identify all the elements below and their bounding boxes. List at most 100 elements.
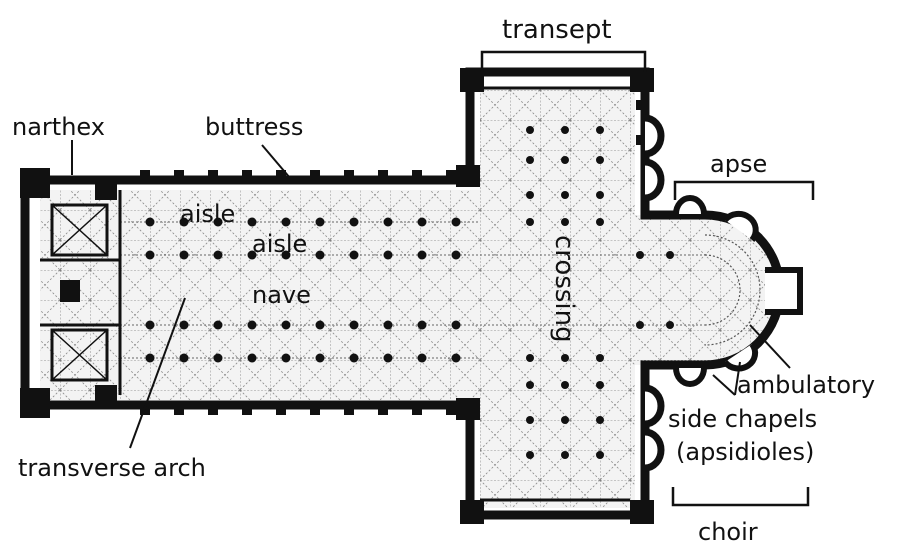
pointer-lines xyxy=(71,140,791,449)
buttress xyxy=(378,170,388,182)
pier xyxy=(596,126,604,134)
pier xyxy=(145,217,155,227)
pier xyxy=(213,250,223,260)
choir-bracket xyxy=(671,487,810,507)
pier xyxy=(526,191,534,199)
pier xyxy=(666,321,674,329)
buttress xyxy=(378,403,388,415)
pier xyxy=(526,218,534,226)
pier xyxy=(526,416,534,424)
pier xyxy=(145,320,155,330)
pier xyxy=(247,250,257,260)
pier xyxy=(417,217,427,227)
ambulatory-arcs xyxy=(704,234,761,346)
pier xyxy=(561,416,569,424)
pier xyxy=(315,250,325,260)
buttress xyxy=(412,403,422,415)
pier xyxy=(247,217,257,227)
apse-bracket xyxy=(673,180,815,200)
pier xyxy=(526,381,534,389)
ambulatory-pointer xyxy=(749,324,791,369)
brackets xyxy=(480,50,815,507)
pier xyxy=(213,353,223,363)
pier xyxy=(596,218,604,226)
pier xyxy=(417,250,427,260)
piers xyxy=(145,126,674,459)
buttress xyxy=(310,403,320,415)
side-chapels-pointer-b xyxy=(734,361,741,396)
pier xyxy=(349,353,359,363)
pier xyxy=(213,320,223,330)
pier xyxy=(281,250,291,260)
pier xyxy=(451,320,461,330)
buttress xyxy=(636,135,646,145)
pier xyxy=(281,217,291,227)
transept-towers xyxy=(456,68,654,524)
buttress xyxy=(174,403,184,415)
buttress xyxy=(446,403,456,415)
pier xyxy=(526,126,534,134)
pier xyxy=(383,217,393,227)
aisle-label-lower: aisle xyxy=(252,230,307,258)
pier xyxy=(666,251,674,259)
buttress xyxy=(208,170,218,182)
pier xyxy=(596,381,604,389)
pier xyxy=(281,320,291,330)
pier xyxy=(636,321,644,329)
narthex-label: narthex xyxy=(12,113,105,141)
pier xyxy=(526,451,534,459)
apse-label: apse xyxy=(710,150,767,178)
pier xyxy=(561,126,569,134)
pier xyxy=(315,353,325,363)
pier xyxy=(179,353,189,363)
pier xyxy=(451,217,461,227)
buttress xyxy=(242,403,252,415)
narthex-towers xyxy=(20,168,117,418)
buttress-label: buttress xyxy=(205,113,303,141)
pier xyxy=(383,250,393,260)
pier xyxy=(636,251,644,259)
pier xyxy=(596,191,604,199)
pier xyxy=(561,191,569,199)
pier xyxy=(247,320,257,330)
pier xyxy=(349,320,359,330)
pier xyxy=(451,353,461,363)
nave-label: nave xyxy=(252,281,311,309)
buttress-pointer xyxy=(261,144,291,179)
aisle-label-upper: aisle xyxy=(180,200,235,228)
buttress xyxy=(276,403,286,415)
pier xyxy=(247,353,257,363)
transverse-arch-pointer xyxy=(129,297,186,449)
transverse-arch-label: transverse arch xyxy=(18,454,206,482)
pier xyxy=(315,217,325,227)
buttress xyxy=(174,170,184,182)
pier xyxy=(561,156,569,164)
pier xyxy=(561,354,569,362)
side-chapels-label: side chapels xyxy=(668,405,817,433)
pier xyxy=(596,354,604,362)
transept-bracket xyxy=(480,50,647,72)
vaulted-floor xyxy=(40,88,780,508)
buttress xyxy=(344,170,354,182)
pier xyxy=(349,217,359,227)
transept-chapels xyxy=(644,114,665,472)
side-chapels-pointer-a xyxy=(712,374,736,396)
pier xyxy=(281,353,291,363)
pier xyxy=(596,416,604,424)
pier xyxy=(526,156,534,164)
pier xyxy=(349,250,359,260)
pier xyxy=(213,217,223,227)
buttress xyxy=(344,403,354,415)
buttress xyxy=(208,403,218,415)
pier xyxy=(417,353,427,363)
pier xyxy=(417,320,427,330)
pier xyxy=(315,320,325,330)
pier xyxy=(451,250,461,260)
pier xyxy=(179,250,189,260)
radiating-chapels xyxy=(673,195,803,387)
pier xyxy=(179,217,189,227)
ambulatory-label: ambulatory xyxy=(737,371,875,399)
pier xyxy=(383,320,393,330)
transept-label: transept xyxy=(502,15,612,45)
